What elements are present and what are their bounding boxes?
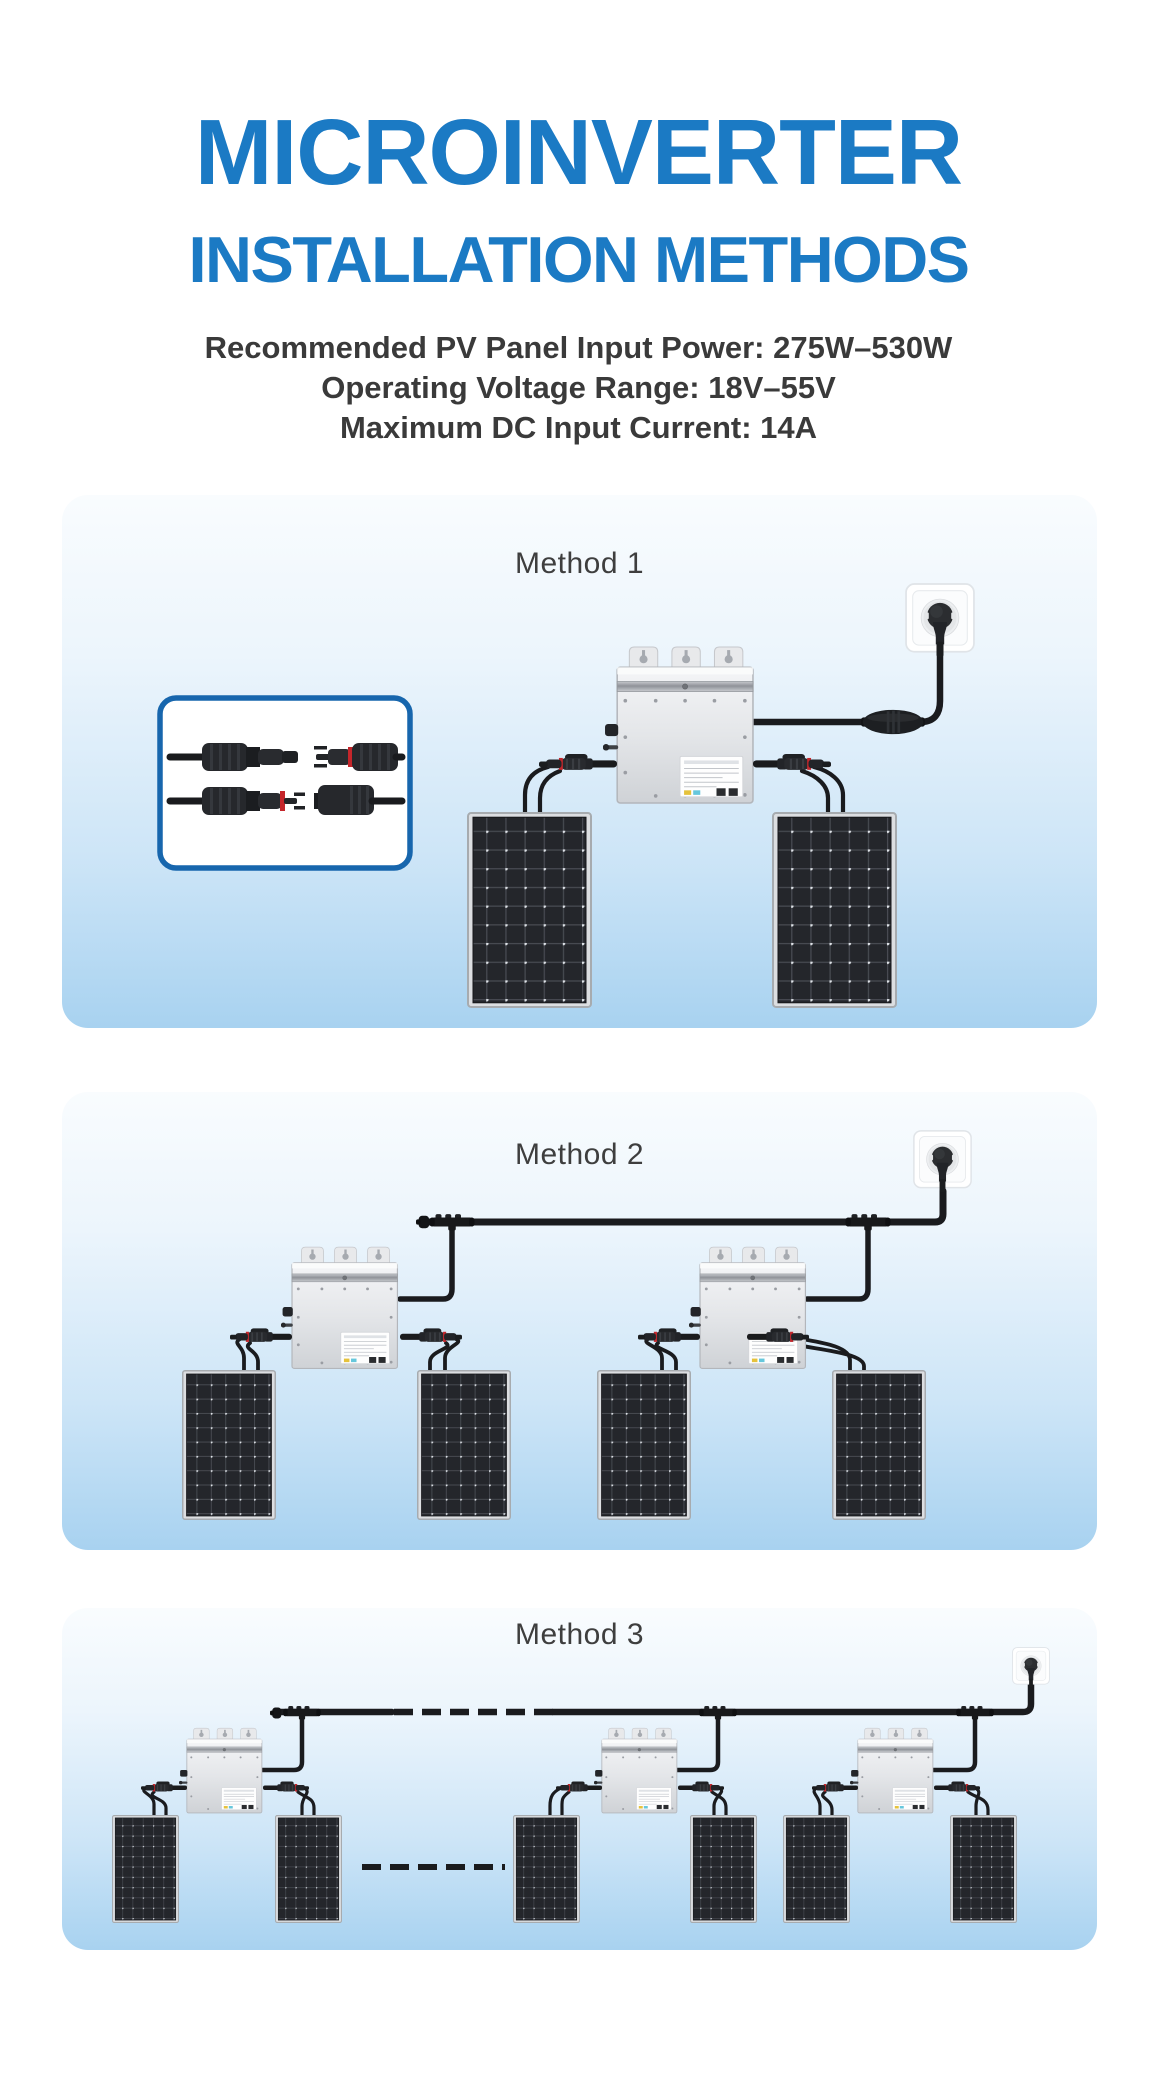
mc4-branch-connector-icon — [263, 1781, 309, 1792]
mc4-branch-connector-icon — [934, 1781, 980, 1792]
method-3-panel: Method 3 — [62, 1608, 1097, 1950]
method-3-title: Method 3 — [514, 1618, 645, 1651]
solar-panel-illustration — [112, 1815, 179, 1923]
microinverter-illustration — [281, 1246, 399, 1370]
trunk-endcap-icon — [416, 1215, 430, 1229]
t-connector-icon — [699, 1705, 737, 1720]
main-title-line1: MICROINVERTER — [194, 100, 963, 204]
method-3-diagram — [112, 1647, 1050, 1923]
microinverter-illustration — [594, 1727, 678, 1814]
main-title-line2: INSTALLATION METHODS — [188, 223, 970, 296]
method-1-title: Method 1 — [514, 547, 645, 580]
microinverter-illustration — [689, 1246, 807, 1370]
spec-input-power: Recommended PV Panel Input Power: 275W–5… — [204, 330, 953, 365]
spec-max-current: Maximum DC Input Current: 14A — [339, 410, 818, 445]
solar-panel-illustration — [772, 812, 897, 1008]
trunk-cable — [276, 1680, 1035, 1716]
solar-panel-illustration — [783, 1815, 850, 1923]
solar-panel-illustration — [467, 812, 592, 1008]
microinverter-illustration — [603, 646, 754, 804]
mc4-branch-connector-icon — [230, 1328, 292, 1342]
t-connector-icon — [429, 1214, 475, 1231]
mc4-connector-icon — [314, 785, 406, 815]
t-connector-icon — [283, 1705, 321, 1720]
solar-panel-illustration — [832, 1370, 926, 1520]
method-2-title: Method 2 — [514, 1138, 645, 1171]
t-connector-icon — [956, 1705, 994, 1720]
method-1-diagram — [157, 583, 975, 1008]
spec-list: Recommended PV Panel Input Power: 275W–5… — [0, 328, 1157, 448]
wall-socket-icon — [913, 1130, 972, 1192]
t-connector-icon — [845, 1214, 891, 1231]
ac-cable — [749, 641, 944, 726]
wall-socket-icon — [905, 583, 975, 657]
mc4-connector-inset — [157, 695, 413, 871]
dc-cables — [522, 764, 846, 820]
method-2-diagram — [182, 1130, 972, 1520]
mc4-connector-icon — [166, 787, 305, 815]
mc4-branch-connector-icon — [539, 753, 617, 770]
mc4-connector-icon — [314, 743, 406, 771]
drop-cables — [397, 1228, 871, 1302]
mc4-branch-connector-icon — [638, 1328, 700, 1342]
spec-voltage-range: Operating Voltage Range: 18V–55V — [321, 370, 836, 405]
method-1-panel: Method 1 — [62, 495, 1097, 1028]
wall-socket-icon — [1012, 1647, 1050, 1687]
mc4-branch-connector-icon — [678, 1781, 724, 1792]
ac-joint-connector-icon — [861, 709, 925, 735]
method-2-panel: Method 2 — [62, 1092, 1097, 1550]
mc4-connector-icon — [166, 743, 298, 771]
trunk-endcap-icon — [270, 1707, 282, 1719]
solar-panel-illustration — [597, 1370, 691, 1520]
mc4-branch-connector-icon — [753, 753, 831, 770]
drop-cables — [258, 1717, 978, 1773]
solar-panel-illustration — [513, 1815, 580, 1923]
trunk-cable — [425, 1187, 947, 1226]
microinverter-illustration — [179, 1727, 263, 1814]
solar-panel-illustration — [690, 1815, 757, 1923]
microinverter-illustration — [850, 1727, 934, 1814]
solar-panel-illustration — [950, 1815, 1017, 1923]
solar-panel-illustration — [275, 1815, 342, 1923]
solar-panel-illustration — [182, 1370, 276, 1520]
solar-panel-illustration — [417, 1370, 511, 1520]
mc4-branch-connector-icon — [400, 1328, 462, 1342]
